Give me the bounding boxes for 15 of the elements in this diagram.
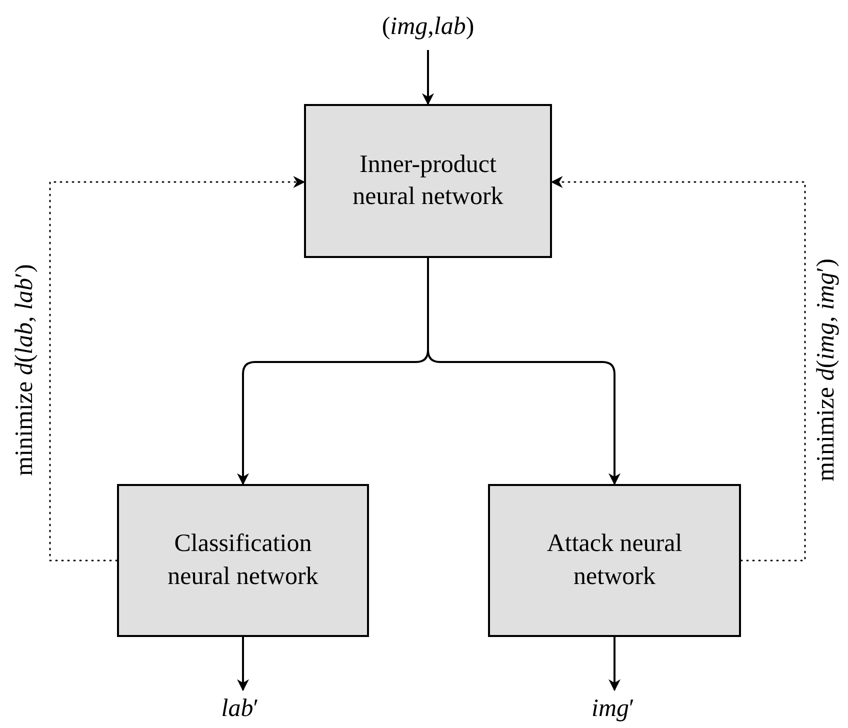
arrow bbox=[427, 258, 620, 486]
arrow bbox=[608, 637, 620, 692]
arrow bbox=[237, 637, 249, 692]
process-box bbox=[304, 104, 552, 258]
arrow bbox=[422, 50, 434, 106]
data-label: lab′ bbox=[200, 690, 280, 728]
arrow bbox=[550, 176, 806, 562]
process-box bbox=[117, 484, 369, 637]
arrow bbox=[49, 176, 306, 562]
data-label: (img,lab) bbox=[340, 4, 516, 50]
box-label: Inner-product neural network bbox=[352, 150, 504, 212]
box-label: Attack neural network bbox=[546, 529, 684, 592]
box-label: Classification neural network bbox=[166, 529, 320, 592]
data-label: img′ bbox=[570, 690, 656, 728]
process-box bbox=[488, 484, 741, 637]
